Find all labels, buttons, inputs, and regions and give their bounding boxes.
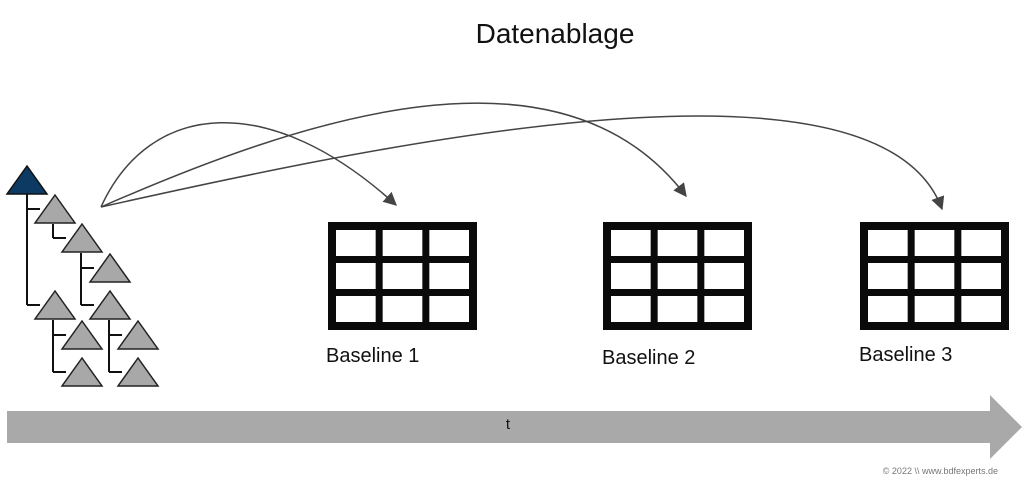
table-cell bbox=[657, 230, 698, 256]
table-cell bbox=[611, 230, 651, 256]
table-cell bbox=[961, 230, 1001, 256]
arrow-to-baseline-2 bbox=[100, 102, 687, 208]
table-cell bbox=[868, 230, 908, 256]
time-axis-arrow bbox=[7, 395, 1022, 459]
baseline-2-label: Baseline 2 bbox=[602, 347, 696, 369]
table-cell bbox=[429, 296, 469, 322]
table-cell bbox=[961, 263, 1001, 289]
table-cell bbox=[914, 296, 955, 322]
table-cell bbox=[868, 263, 908, 289]
tree-connectors bbox=[26, 194, 122, 373]
child-node-triangle bbox=[33, 193, 77, 224]
table-cell bbox=[336, 263, 376, 289]
table-cell bbox=[704, 230, 744, 256]
child-node-triangle bbox=[33, 289, 77, 320]
table-cell bbox=[657, 263, 698, 289]
child-node-triangle bbox=[60, 319, 104, 350]
table-cell bbox=[868, 296, 908, 322]
child-node-triangle bbox=[88, 289, 132, 320]
table-cell bbox=[336, 230, 376, 256]
copyright-notice: © 2022 \\ www.bdfexperts.de bbox=[882, 466, 998, 476]
baseline-2-table bbox=[603, 222, 752, 330]
table-cell bbox=[429, 230, 469, 256]
table-cell bbox=[336, 296, 376, 322]
child-node-triangle bbox=[60, 222, 104, 253]
tree-structure bbox=[5, 164, 160, 387]
table-cell bbox=[657, 296, 698, 322]
child-node-triangle bbox=[116, 356, 160, 387]
time-axis-label: t bbox=[505, 416, 511, 433]
baseline-1-label: Baseline 1 bbox=[326, 345, 420, 367]
table-cell bbox=[914, 263, 955, 289]
table-cell bbox=[914, 230, 955, 256]
baseline-3-label: Baseline 3 bbox=[859, 344, 953, 366]
child-node-triangle bbox=[60, 356, 104, 387]
arrow-to-baseline-3 bbox=[100, 115, 945, 211]
table-cell bbox=[961, 296, 1001, 322]
arrow-to-baseline-1 bbox=[100, 121, 397, 208]
table-cell bbox=[611, 263, 651, 289]
child-node-triangle bbox=[88, 252, 132, 283]
page-title: Datenablage bbox=[475, 18, 635, 49]
table-cell bbox=[382, 263, 423, 289]
table-cell bbox=[704, 263, 744, 289]
baseline-1-table bbox=[328, 222, 477, 330]
table-cell bbox=[429, 263, 469, 289]
table-cell bbox=[382, 296, 423, 322]
child-node-triangle bbox=[116, 319, 160, 350]
table-cell bbox=[382, 230, 423, 256]
baseline-3-table bbox=[860, 222, 1009, 330]
table-cell bbox=[704, 296, 744, 322]
root-node-triangle bbox=[5, 164, 49, 195]
table-cell bbox=[611, 296, 651, 322]
